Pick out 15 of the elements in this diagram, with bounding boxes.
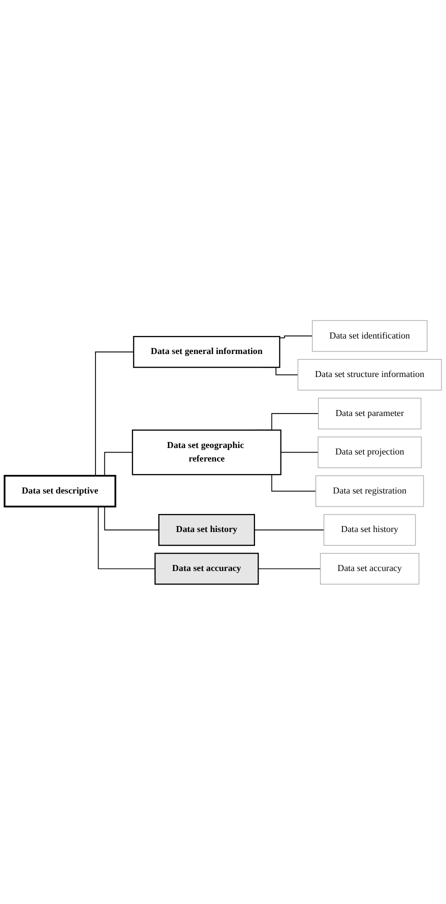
connector (258, 568, 321, 569)
node-box: Data set accuracy (154, 552, 259, 584)
node-box: Data set projection (318, 436, 422, 468)
connector (254, 529, 324, 530)
node-box: Data set general information (133, 336, 280, 368)
node-box: Data set history (158, 514, 256, 546)
node-box: Data set registration (316, 475, 424, 506)
node-box: Data set history (324, 514, 416, 546)
node-box: Data set geographic reference (132, 429, 282, 475)
node-box: Data set structure information (298, 358, 442, 390)
node-box: Data set parameter (318, 398, 422, 429)
node-box: Data set identification (312, 320, 428, 352)
node-box: Data set descriptive (4, 474, 116, 508)
node-box: Data set accuracy (320, 552, 420, 584)
connector (279, 335, 313, 338)
